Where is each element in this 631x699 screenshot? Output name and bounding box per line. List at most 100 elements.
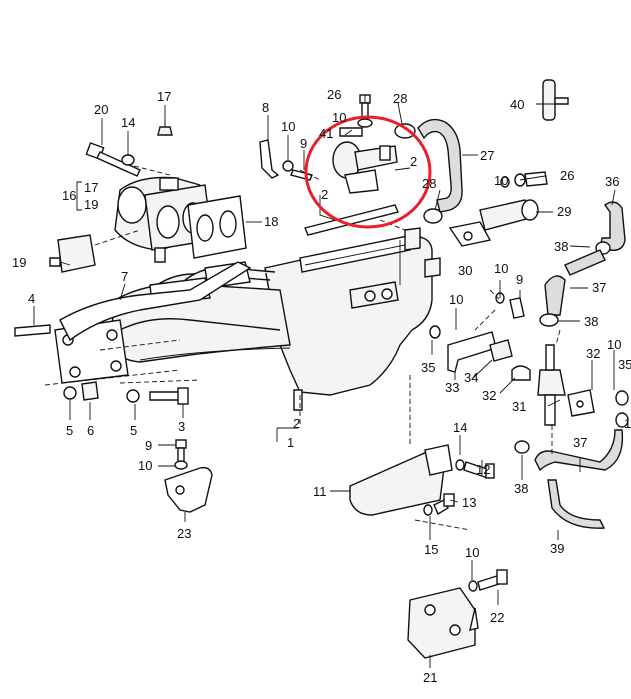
- callout-labels: 1 2 2 3 4 5 5 6 7 8 9 9 9 10 10 10 10 10…: [12, 87, 631, 685]
- washer-35: [429, 325, 441, 339]
- clamp-32: [511, 365, 531, 381]
- callout-10-center: 10: [449, 292, 463, 307]
- callout-40: 40: [510, 97, 524, 112]
- callout-35-left: 35: [421, 360, 435, 375]
- callout-16: 16: [62, 188, 76, 203]
- washer-14: [121, 154, 135, 166]
- callout-34: 34: [464, 370, 478, 385]
- callout-10-mid: 10: [494, 261, 508, 276]
- washer-5-mid: [126, 389, 140, 403]
- callout-28-lower: 28: [422, 176, 436, 191]
- callout-28-top: 28: [393, 91, 407, 106]
- bolt-9-left: [174, 439, 188, 470]
- callout-9-left: 9: [145, 438, 152, 453]
- callout-12: 12: [476, 462, 490, 477]
- valve-29: [479, 199, 539, 231]
- callout-24: 2: [410, 154, 417, 169]
- callout-3: 3: [178, 419, 185, 434]
- callout-10-far-right-2: 10: [624, 416, 631, 431]
- bolt-9-top: [290, 169, 313, 181]
- callout-32-left: 32: [482, 388, 496, 403]
- callout-10-lower-left: 10: [138, 458, 152, 473]
- callout-9-right: 9: [516, 272, 523, 287]
- callout-10-right: 10: [494, 173, 508, 188]
- bolt-26-right: [500, 171, 548, 188]
- washer-35-right: [615, 390, 629, 428]
- callout-38-upper: 38: [554, 239, 568, 254]
- callout-13: 13: [462, 495, 476, 510]
- bracket-8: [259, 139, 280, 179]
- callout-15: 15: [424, 542, 438, 557]
- callout-6: 6: [87, 423, 94, 438]
- hose-clamp-28-lower: [423, 208, 443, 224]
- bolt-9-right: [495, 292, 525, 319]
- washer-5-left: [63, 386, 77, 400]
- throttle-body: [114, 176, 213, 263]
- bolt-3: [149, 387, 189, 405]
- callout-4: 4: [28, 291, 35, 306]
- callout-11: 11: [313, 484, 327, 499]
- callout-38-mid: 38: [584, 314, 598, 329]
- bracket-11: [349, 444, 453, 516]
- nut-6: [81, 381, 99, 401]
- callout-23: 23: [177, 526, 191, 541]
- callout-8: 8: [262, 100, 269, 115]
- stud-4: [14, 324, 51, 337]
- callout-2-mount: 2: [293, 416, 300, 431]
- group-bracket-16: [76, 181, 82, 211]
- idle-air-valve: [332, 141, 398, 194]
- callout-22: 22: [490, 610, 504, 625]
- bracket-33: [447, 331, 497, 373]
- highlight-circle: [304, 115, 432, 229]
- washer-10-top: [282, 160, 294, 172]
- callout-32-right: 32: [586, 346, 600, 361]
- bracket-23: [164, 466, 213, 513]
- callout-18: 18: [264, 214, 278, 229]
- callout-10-top: 10: [281, 119, 295, 134]
- callout-21: 21: [423, 670, 437, 685]
- bracket-32-right: [567, 389, 595, 417]
- bolt-20: [85, 142, 141, 177]
- callout-30: 30: [458, 263, 472, 278]
- clip-41: [339, 127, 363, 137]
- throttle-gasket: [187, 195, 247, 259]
- callout-9-top: 9: [300, 136, 307, 151]
- bracket-30: [448, 221, 492, 247]
- throttle-switch: [49, 229, 141, 273]
- hose-clamp-28-top: [394, 123, 416, 139]
- pressure-regulator-31: [537, 344, 566, 426]
- bracket-2-upper: [304, 204, 399, 236]
- callout-2-bracket: 2: [321, 187, 328, 202]
- callout-26-top: 26: [327, 87, 341, 102]
- hose-clamp-38-mid: [539, 313, 559, 327]
- callout-33: 33: [445, 380, 459, 395]
- callout-29: 29: [557, 204, 571, 219]
- callout-7: 7: [121, 269, 128, 284]
- callout-37-lower: 37: [573, 435, 587, 450]
- callout-5-mid: 5: [130, 423, 137, 438]
- bolt-13: [423, 493, 455, 516]
- manifold-gasket: [59, 261, 252, 342]
- callout-39: 39: [550, 541, 564, 556]
- connector-40: [542, 79, 569, 121]
- bracket-21: [407, 587, 479, 659]
- callout-31: 31: [512, 399, 526, 414]
- callout-38-lower: 38: [514, 481, 528, 496]
- hose-39: [547, 479, 606, 529]
- bolt-22: [468, 569, 508, 592]
- hose-37-upper: [544, 249, 606, 316]
- callout-37-upper: 37: [592, 280, 606, 295]
- hose-37-lower: [534, 429, 624, 472]
- callout-36: 36: [605, 174, 619, 189]
- intake-manifold: [54, 227, 441, 411]
- callout-10-far-right: 10: [607, 337, 621, 352]
- fitting-34: [489, 339, 513, 362]
- callout-19-group: 19: [84, 197, 98, 212]
- callout-26-right: 26: [560, 168, 574, 183]
- callout-19-left: 19: [12, 255, 26, 270]
- callout-5-left: 5: [66, 423, 73, 438]
- callout-17-group: 17: [84, 180, 98, 195]
- hose-27: [417, 118, 463, 213]
- callout-41: 41: [319, 126, 333, 141]
